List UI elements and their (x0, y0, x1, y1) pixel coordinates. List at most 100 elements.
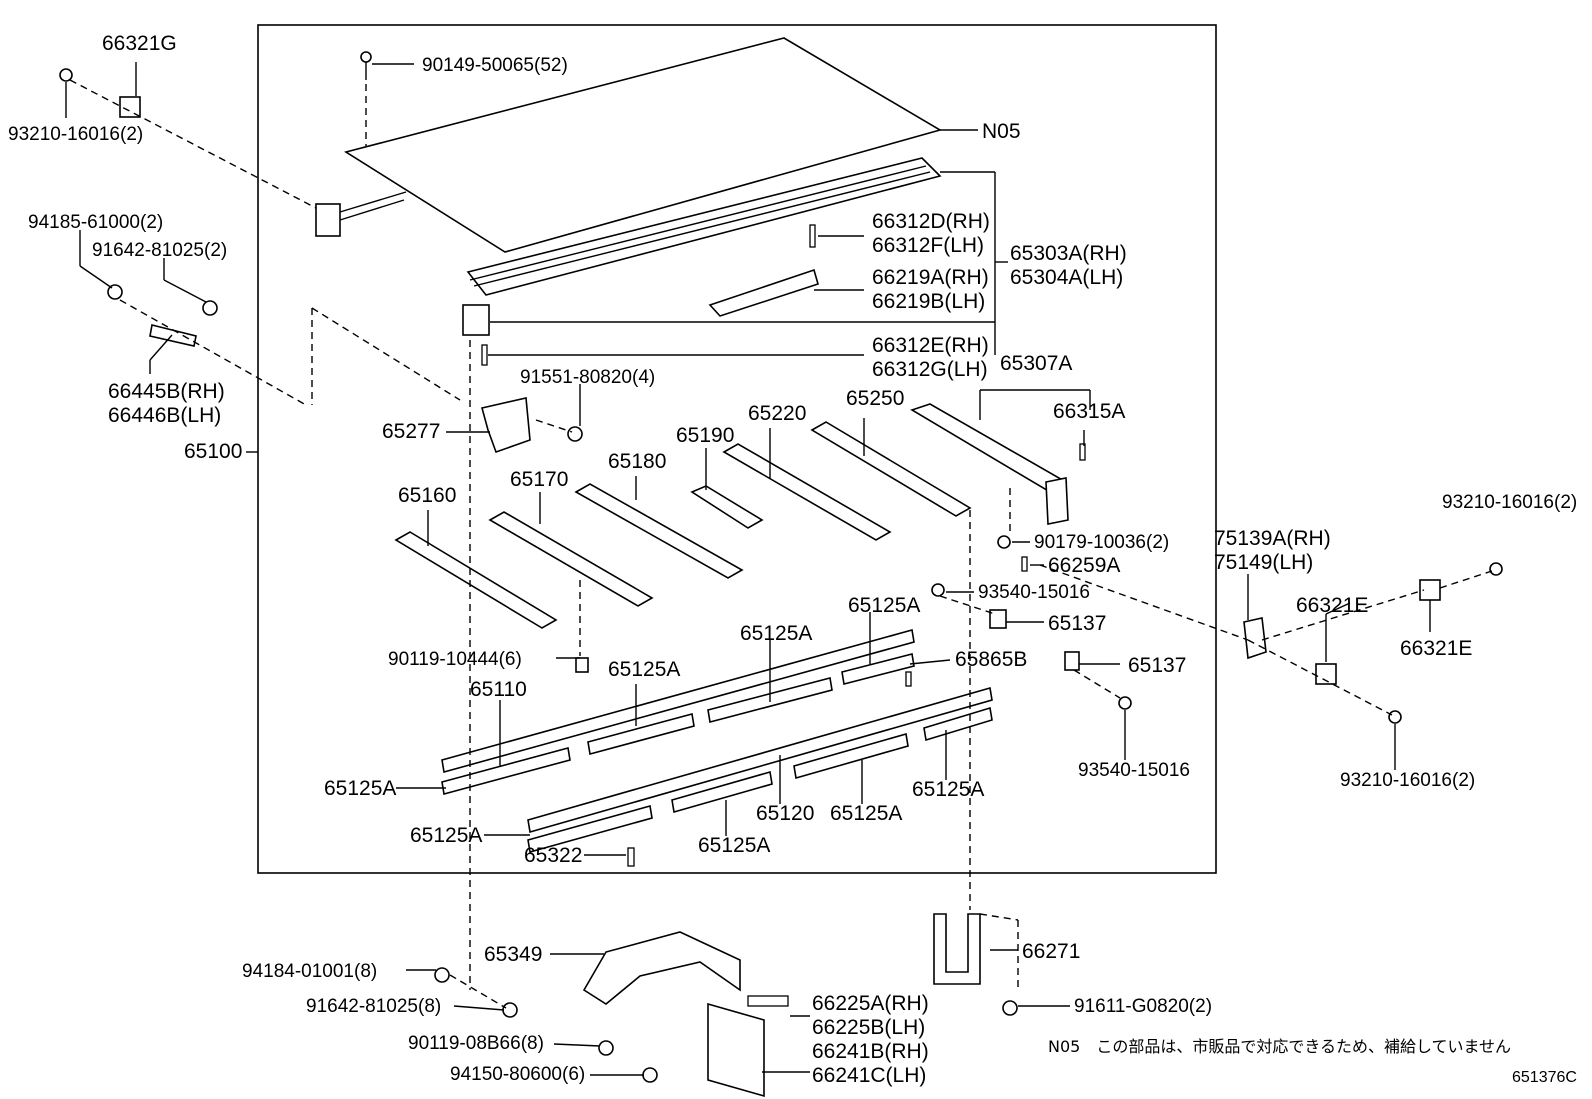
pin-66312e (481, 344, 488, 366)
bracket-65277 (481, 397, 531, 454)
label-93540-b: 93540-15016 (1078, 760, 1190, 781)
label-65170: 65170 (510, 468, 568, 491)
clip-90179 (997, 535, 1011, 549)
label-94150: 94150-80600(6) (450, 1064, 585, 1085)
label-66312f: 66312F(LH) (872, 234, 984, 257)
label-91642-top: 91642-81025(2) (92, 240, 227, 261)
label-93210-b: 93210-16016(2) (1442, 492, 1577, 513)
label-91551: 91551-80820(4) (520, 367, 655, 388)
label-93210-c: 93210-16016(2) (1340, 770, 1475, 791)
stringer-65110 (441, 628, 915, 774)
clip-65865b (905, 671, 912, 687)
crossmember-65170 (488, 511, 654, 607)
label-66321e-b: 66321E (1400, 637, 1472, 660)
mudflap-66241b (707, 1002, 765, 1098)
mudguard-65349 (582, 931, 741, 1005)
label-65110: 65110 (470, 678, 527, 701)
drawing-code: 651376C (1512, 1069, 1577, 1086)
block-66321g (119, 96, 141, 118)
label-66321e-a: 66321E (1296, 594, 1368, 617)
label-91642-bot: 91642-81025(8) (306, 996, 441, 1017)
label-65125a-8: 65125A (698, 834, 770, 857)
bolt-93540-b (1118, 696, 1132, 710)
end-plate-left (462, 304, 490, 336)
label-65125a-6: 65125A (830, 802, 902, 825)
pin-66312d (809, 224, 816, 248)
label-65137-b: 65137 (1128, 654, 1186, 677)
bolt-93540-a (931, 583, 945, 597)
bolt-91642-bot (502, 1002, 518, 1018)
pin-66259a (1021, 556, 1028, 572)
label-65307a: 65307A (1000, 352, 1072, 375)
label-65349: 65349 (484, 943, 542, 966)
end-plate-rear (315, 203, 341, 237)
bracket-66225a (747, 995, 789, 1007)
label-66312d: 66312D(RH) (872, 210, 990, 233)
strip-65125a-f (671, 770, 773, 814)
bolt-90119-b (598, 1040, 614, 1056)
label-65180: 65180 (608, 450, 666, 473)
crossmember-65220 (722, 443, 892, 541)
label-65125a-1: 65125A (848, 594, 920, 617)
label-66225a: 66225A(RH) (812, 992, 929, 1015)
side-member-65307a (910, 403, 1068, 493)
label-66315a: 66315A (1053, 400, 1125, 423)
pin-66315a (1079, 443, 1086, 461)
label-94185: 94185-61000(2) (28, 212, 163, 233)
label-91611: 91611-G0820(2) (1074, 996, 1212, 1017)
label-65220: 65220 (748, 402, 806, 425)
bracket-66445b (149, 324, 197, 347)
label-93210-a: 93210-16016(2) (8, 124, 143, 145)
strip-65125a-h (923, 706, 993, 742)
bolt-93210-b (1489, 562, 1503, 576)
bracket-65137-b (1064, 651, 1080, 671)
strip-65125a-g (793, 732, 909, 780)
label-65125a-7: 65125A (410, 824, 482, 847)
bolt-91642-top (202, 300, 218, 316)
label-65120: 65120 (756, 802, 814, 825)
label-65100: 65100 (184, 440, 242, 463)
bolt-91611 (1002, 1000, 1018, 1016)
label-66445b: 66445B(RH) (108, 380, 225, 403)
strip-65125a-a (441, 746, 571, 796)
label-65303a: 65303A(RH) (1010, 242, 1127, 265)
assembly-frame (257, 24, 1217, 874)
stringer-65120 (527, 686, 993, 834)
label-66271: 66271 (1022, 940, 1080, 963)
label-66312g: 66312G(LH) (872, 358, 988, 381)
label-65125a-2: 65125A (740, 622, 812, 645)
footnote: N05 この部品は、市販品で対応できるため、補給していません (1048, 1037, 1511, 1056)
strip-65125a-b (587, 712, 695, 756)
nut-94150 (642, 1067, 658, 1083)
crossmember-65190 (690, 485, 764, 529)
screw-90149 (360, 51, 372, 63)
bracket-65137-a (989, 609, 1007, 629)
label-90179: 90179-10036(2) (1034, 532, 1169, 553)
bolt-91551 (567, 426, 583, 442)
label-66312e: 66312E(RH) (872, 334, 989, 357)
label-65125a-4: 65125A (324, 777, 396, 800)
side-member-end (1045, 477, 1069, 525)
label-75139a: 75139A(RH) (1214, 527, 1331, 550)
block-66321e-a (1315, 663, 1337, 685)
label-n05: N05 (982, 120, 1021, 143)
label-65250: 65250 (846, 387, 904, 410)
label-65125a-3: 65125A (608, 658, 680, 681)
label-66259a: 66259A (1048, 554, 1120, 577)
label-66321g: 66321G (102, 32, 177, 55)
label-65125a-5: 65125A (912, 778, 984, 801)
label-65137-a: 65137 (1048, 612, 1106, 635)
label-65304a: 65304A(LH) (1010, 266, 1123, 289)
label-66241c: 66241C(LH) (812, 1064, 926, 1087)
strip-65125a-d (841, 653, 915, 685)
bracket-75139a (1243, 617, 1267, 660)
label-65160: 65160 (398, 484, 456, 507)
bolt-90119-a (575, 657, 589, 673)
bolt-93210-c (1388, 710, 1402, 724)
label-90149: 90149-50065(52) (422, 55, 568, 76)
label-66241b: 66241B(RH) (812, 1040, 929, 1063)
crossmember-65180 (574, 483, 744, 579)
label-65322: 65322 (524, 844, 582, 867)
label-65190: 65190 (676, 424, 734, 447)
